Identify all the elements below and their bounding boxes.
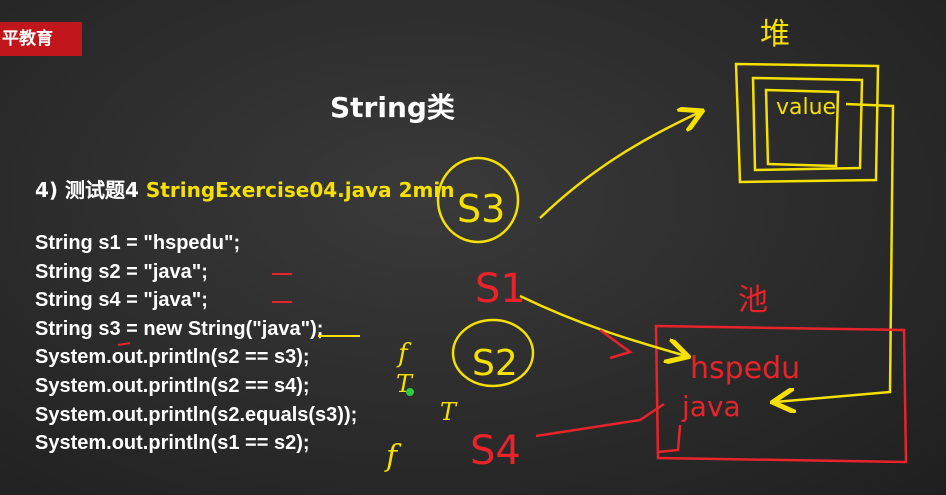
pool-box [654, 324, 908, 464]
s3-to-heap-arrow [539, 112, 700, 219]
pool-entry-java: java [681, 390, 741, 423]
answer-mark-1: f [396, 339, 412, 369]
slide-title: String类 [330, 91, 455, 124]
s2-circle [451, 318, 535, 388]
code-line: System.out.println(s2 == s3); [35, 346, 310, 369]
code-line: String s1 = "hspedu"; [35, 232, 241, 254]
pool-label: 池 [738, 283, 768, 318]
s4-to-java-arrow [535, 402, 665, 438]
code-underlines [117, 273, 360, 346]
value-to-java-arrow [775, 102, 895, 402]
code-line: String s2 = "java"; [35, 260, 208, 283]
code-line: System.out.println(s1 == s2); [35, 432, 310, 455]
ref-s4: S4 [470, 428, 521, 474]
answer-mark-3: T [440, 398, 458, 426]
s1-to-hspedu-arrow [519, 294, 686, 356]
code-line: String s4 = "java"; [35, 289, 208, 312]
code-line: String s3 = new String("java"); [35, 317, 324, 340]
code-line: System.out.println(s2.equals(s3)); [35, 403, 358, 426]
code-block: String s1 = "hspedu"; String s2 = "java"… [35, 229, 357, 458]
code-line: System.out.println(s2 == s4); [35, 374, 310, 397]
ref-s1: S1 [475, 266, 526, 312]
ref-s3: S3 [457, 187, 505, 231]
answer-mark-4: f [384, 439, 402, 474]
brand-logo: 平教育 [0, 22, 82, 56]
question-heading: 4) 测试题4 StringExercise04.java 2min [35, 174, 454, 203]
s3-circle [436, 156, 520, 244]
heap-box [734, 62, 880, 184]
question-file: StringExercise04.java 2min [145, 178, 455, 202]
s2-to-java-arrow [599, 328, 633, 360]
question-prefix: 4) 测试题4 [35, 178, 146, 202]
cursor-dot [406, 388, 414, 396]
brand-label: 平教育 [2, 29, 53, 49]
heap-label: 堆 [760, 17, 790, 52]
value-label: value [776, 95, 836, 120]
ref-s2: S2 [472, 343, 518, 384]
pool-entry-hspedu: hspedu [690, 351, 800, 386]
